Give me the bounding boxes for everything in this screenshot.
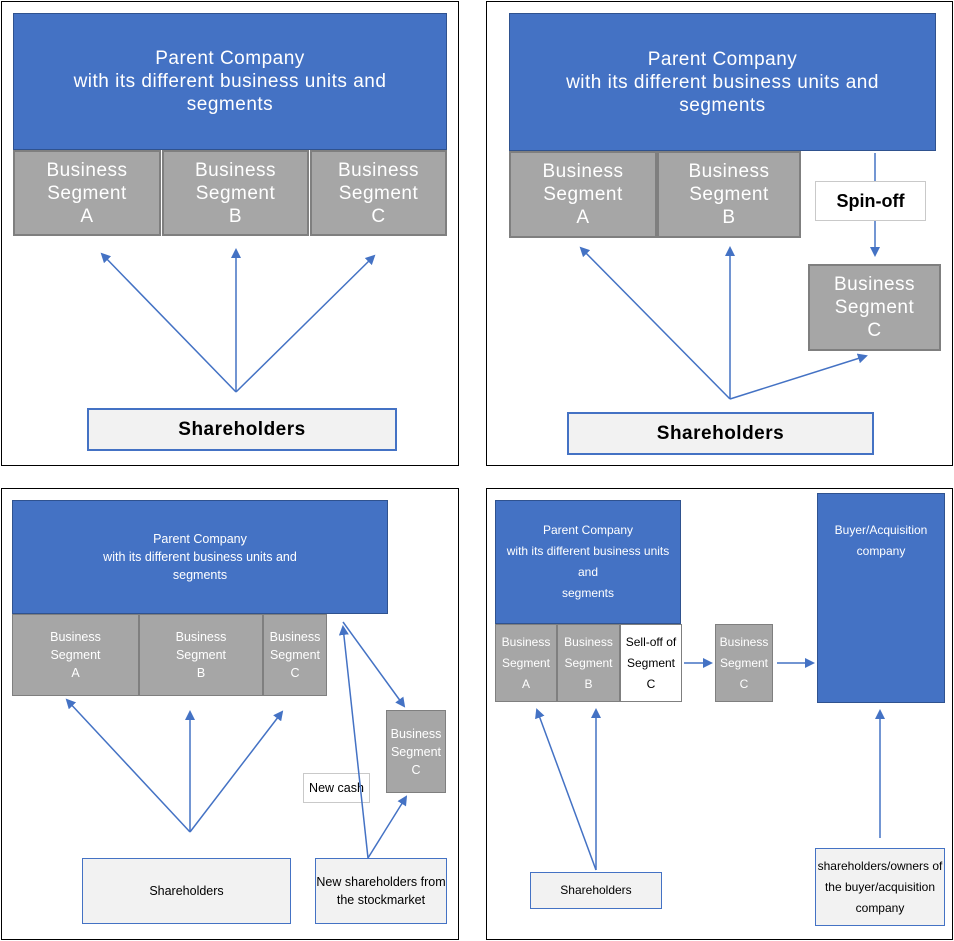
business-segment-b: Business Segment B xyxy=(657,151,801,238)
shareholders-box: Shareholders xyxy=(567,412,874,455)
arrow-p3-to-new-seg-c xyxy=(367,795,408,859)
business-segment-c-spun-off: Business Segment C xyxy=(808,264,941,351)
arrow-p3-to-seg-c xyxy=(189,710,284,833)
business-segment-b: Business Segment B xyxy=(162,150,309,236)
arrow-p1-to-seg-c xyxy=(235,254,376,393)
arrow-p2-to-seg-c xyxy=(729,353,868,400)
business-segment-a: Business Segment A xyxy=(12,614,139,696)
business-segment-b: Business Segment B xyxy=(139,614,263,696)
sell-off-label: Sell-off of Segment C xyxy=(620,624,682,702)
business-segment-c-sold: Business Segment C xyxy=(715,624,773,702)
business-segment-c-carved-out: Business Segment C xyxy=(386,710,446,793)
parent-company-box: Parent Company with its different busine… xyxy=(495,500,681,624)
business-segment-a: Business Segment A xyxy=(509,151,657,238)
arrow-p3-carve-out xyxy=(342,621,406,708)
business-segment-a: Business Segment A xyxy=(13,150,161,236)
shareholders-box: Shareholders xyxy=(87,408,397,451)
spin-off-label: Spin-off xyxy=(815,181,926,221)
arrow-p3-to-seg-a xyxy=(65,698,191,833)
business-segment-a: Business Segment A xyxy=(495,624,557,702)
buyer-acquisition-company-box: Buyer/Acquisition company xyxy=(817,493,945,703)
new-shareholders-box: New shareholders from the stockmarket xyxy=(315,858,447,924)
arrow-p2-to-seg-a xyxy=(579,246,731,400)
business-segment-c: Business Segment C xyxy=(263,614,327,696)
buyer-shareholders-box: shareholders/owners of the buyer/acquisi… xyxy=(815,848,945,926)
arrow-p3-new-cash-to-parent xyxy=(338,625,369,859)
parent-company-box: Parent Company with its different busine… xyxy=(509,13,936,151)
shareholders-box: Shareholders xyxy=(82,858,291,924)
parent-company-box: Parent Company with its different busine… xyxy=(13,13,447,150)
business-segment-c: Business Segment C xyxy=(310,150,447,236)
arrow-p4-to-seg-a xyxy=(535,708,597,871)
parent-company-box: Parent Company with its different busine… xyxy=(12,500,388,614)
shareholders-box: Shareholders xyxy=(530,872,662,909)
business-segment-b: Business Segment B xyxy=(557,624,620,702)
arrow-p1-to-seg-a xyxy=(100,252,237,393)
